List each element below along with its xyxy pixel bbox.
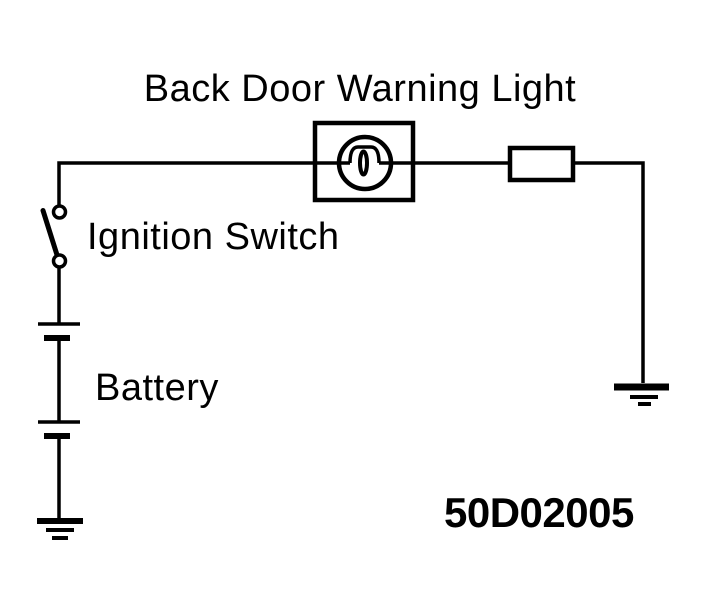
inline-connector-icon <box>507 145 576 183</box>
ignition-switch-label: Ignition Switch <box>87 216 340 258</box>
part-number: 50D02005 <box>444 489 634 536</box>
switch-terminal-top <box>51 204 68 220</box>
switch-blade <box>40 208 60 259</box>
bulb-circle <box>336 134 394 192</box>
circuit-wires <box>57 161 645 521</box>
ground-left-icon <box>37 518 83 540</box>
bulb-housing-box <box>312 120 416 203</box>
bulb-filament-oval <box>358 149 369 177</box>
wire-top-right <box>379 161 645 383</box>
diagram-title: Back Door Warning Light <box>144 68 577 110</box>
ignition-switch-icon <box>40 204 68 269</box>
ground-right-icon <box>614 383 669 406</box>
wire-top-left <box>57 161 350 206</box>
bulb-filament-loop <box>348 145 381 164</box>
switch-terminal-bottom <box>51 253 68 269</box>
warning-light-bulb-icon <box>312 120 416 203</box>
battery-label: Battery <box>95 367 219 409</box>
battery-icon <box>38 322 80 439</box>
